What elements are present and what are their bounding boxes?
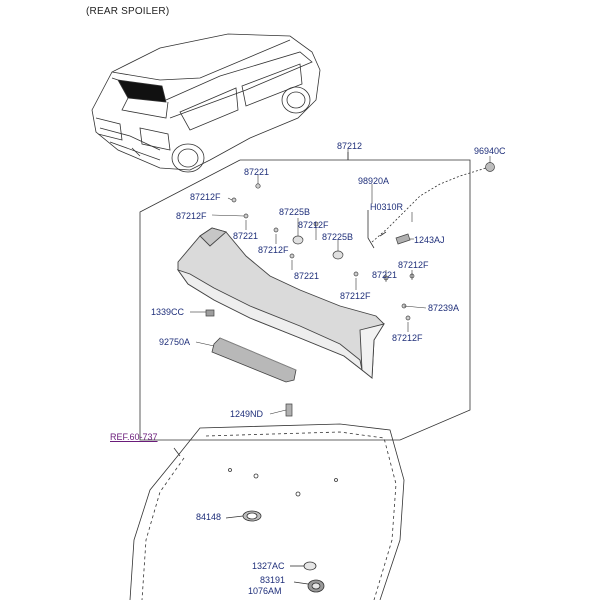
label-87221-c: 87221 [294, 271, 320, 281]
label-87212f-a: 87212F [190, 192, 221, 202]
spoiler-part [176, 227, 385, 379]
label-98920a: 98920A [358, 176, 390, 186]
label-96940c: 96940C [474, 146, 506, 156]
label-87225b-a: 87225B [279, 207, 311, 217]
label-84148: 84148 [196, 512, 222, 522]
label-87212f-e: 87212F [398, 260, 429, 270]
rear-spoiler-highlight [117, 79, 167, 103]
label-1339cc: 1339CC [151, 307, 185, 317]
label-h0310r: H0310R [370, 202, 404, 212]
leader-lines [190, 148, 491, 415]
label-87212f-d: 87212F [258, 245, 289, 255]
label-87212f-b: 87212F [176, 211, 207, 221]
tailgate-outline [129, 423, 405, 600]
brake-light-part [211, 337, 297, 383]
car-illustration [91, 33, 321, 173]
label-87221-top: 87221 [244, 167, 270, 177]
label-87225b-b: 87225B [322, 232, 354, 242]
label-87212f-g: 87212F [392, 333, 423, 343]
label-87221-d: 87221 [372, 270, 398, 280]
reference-link[interactable]: REF.60-737 [110, 432, 158, 442]
label-1076am: 1076AM [248, 586, 282, 596]
washer-hose [367, 167, 487, 249]
label-87212: 87212 [337, 141, 363, 151]
label-87212f-c: 87212F [298, 220, 329, 230]
label-1249nd: 1249ND [230, 409, 264, 419]
label-87239a: 87239A [428, 303, 460, 313]
label-1327ac: 1327AC [252, 561, 285, 571]
label-87212f-f: 87212F [340, 291, 371, 301]
label-1243aj: 1243AJ [414, 235, 445, 245]
label-92750a: 92750A [159, 337, 191, 347]
label-87221-b: 87221 [233, 231, 259, 241]
label-83191: 83191 [260, 575, 286, 585]
diagram-title: (REAR SPOILER) [86, 6, 170, 17]
